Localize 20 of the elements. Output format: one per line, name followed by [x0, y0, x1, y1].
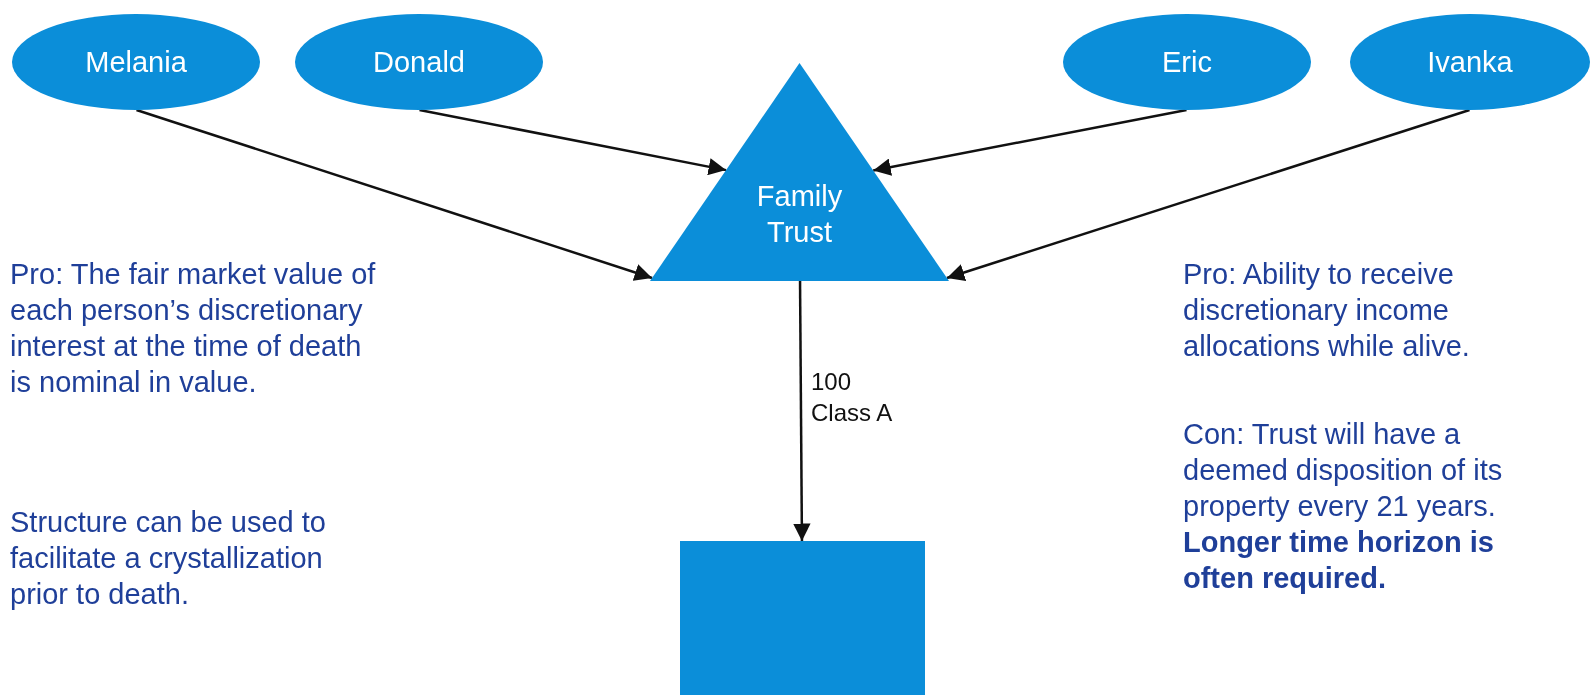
person-ellipse	[1350, 14, 1590, 110]
node-label: Family Trust	[755, 179, 844, 251]
node-label: Melania	[84, 45, 188, 80]
note-paragraph: Structure can be used to facilitate a crystallization prior to death.	[10, 505, 327, 612]
note-paragraph: Pro: The fair market value of each person’s discretionary interest at the time of death is nominal in value.	[10, 257, 377, 400]
arrow	[946, 108, 1470, 281]
node-label: Ivanka	[1426, 45, 1514, 80]
note-paragraph: Con: Trust will have a deemed disposition of its property every 21 years. Longer time horizon is often required.	[1183, 417, 1504, 596]
arrow	[872, 108, 1187, 176]
arrow	[136, 108, 653, 281]
node-label: Donald	[372, 45, 466, 80]
node-label: Eric	[1161, 45, 1213, 80]
note-paragraph: Pro: Ability to receive discretionary income allocations while alive.	[1183, 257, 1471, 364]
person-ellipse	[1063, 14, 1311, 110]
person-ellipse	[12, 14, 260, 110]
arrow	[793, 281, 811, 541]
company-box	[680, 541, 925, 695]
trust-triangle	[650, 63, 949, 281]
person-ellipse	[295, 14, 543, 110]
arrow	[419, 108, 727, 176]
